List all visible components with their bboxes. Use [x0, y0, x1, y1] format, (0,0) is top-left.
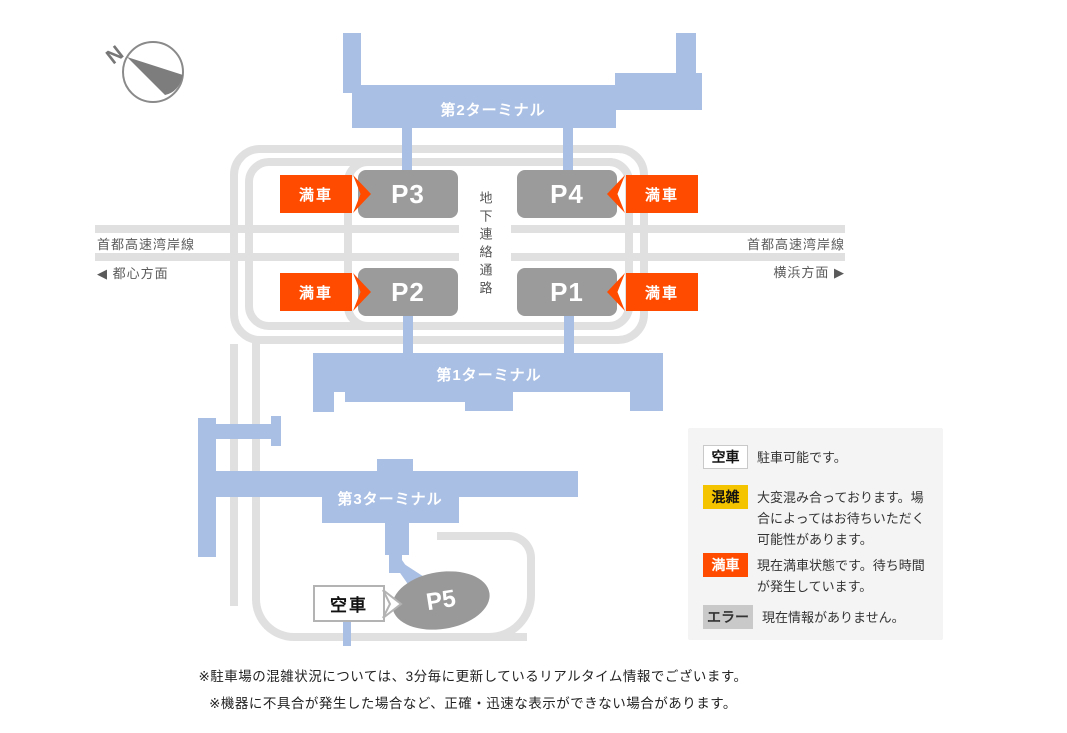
legend-item-crowded-text: 大変混み合っております。場合によってはお待ちいただく可能性があります。 — [757, 490, 925, 547]
parking-lot-p1[interactable]: P1 — [517, 268, 617, 316]
full-badge: 満車 — [703, 553, 748, 577]
terminal3-arm — [216, 424, 273, 439]
terminal1-label: 第1ターミナル — [436, 367, 542, 384]
road-loop-parking-cluster — [344, 158, 633, 330]
expressway-name-left: 首都高速湾岸線 — [97, 237, 196, 252]
parking-lot-p1-label: P1 — [550, 276, 584, 307]
legend-item-vacant-text: 駐車可能です。 — [757, 450, 847, 465]
terminal2-body — [352, 85, 616, 128]
terminal1-mid-leg — [465, 392, 513, 411]
terminal1-p2-link — [403, 316, 413, 355]
terminal1-body — [313, 353, 663, 392]
p5-road-tick — [343, 617, 351, 646]
note-accuracy: ※機器に不具合が発生した場合など、正確・迅速な表示ができない場合があります。 — [209, 696, 737, 711]
underground-passage: 地下連絡通路 — [459, 167, 511, 322]
p4-status-flag[interactable]: 満車 — [626, 175, 698, 213]
terminal2-p3-link — [402, 128, 412, 172]
expressway-direction-right: 横浜方面 ▶ — [773, 265, 845, 280]
legend-item-error-text: 現在情報がありません。 — [762, 610, 905, 625]
road-loop-outer — [230, 145, 648, 344]
parking-lot-p4-label: P4 — [550, 178, 584, 209]
terminal3-body — [216, 471, 578, 497]
p3-status-flag[interactable]: 満車 — [280, 175, 352, 213]
terminal2-right-block — [615, 73, 702, 110]
terminal2-right-arm — [676, 33, 696, 77]
p5-status-flag[interactable]: 空車 — [313, 585, 385, 622]
error-badge: エラー — [703, 605, 753, 629]
legend-item-error: エラー 現在情報がありません。 — [703, 605, 931, 629]
compass-icon: N — [105, 41, 184, 103]
legend-item-full-text: 現在満車状態です。待ち時間が発生しています。 — [757, 558, 925, 594]
parking-lot-p5-label: P5 — [424, 584, 458, 616]
crowded-badge: 混雑 — [703, 485, 748, 509]
legend-item-full: 満車 現在満車状態です。待ち時間が発生しています。 — [703, 553, 931, 597]
parking-lot-p3[interactable]: P3 — [358, 170, 458, 218]
underground-passage-label: 地下連絡通路 — [477, 190, 493, 299]
terminal1-right-leg — [630, 392, 663, 411]
road-p5-loop — [437, 532, 535, 641]
terminal3-lower-block — [322, 497, 459, 523]
parking-lot-p2-label: P2 — [391, 276, 425, 307]
vacant-badge: 空車 — [703, 445, 748, 469]
legend-item-crowded: 混雑 大変混み合っております。場合によってはお待ちいただく可能性があります。 — [703, 485, 931, 550]
terminal3-label: 第3ターミナル — [337, 491, 443, 508]
legend-item-vacant: 空車 駐車可能です。 — [703, 445, 931, 469]
parking-lot-p2[interactable]: P2 — [358, 268, 458, 316]
terminal3-pier — [198, 418, 216, 557]
expressway-name-right: 首都高速湾岸線 — [746, 237, 845, 252]
p5-flag-chevron-icon — [382, 589, 403, 619]
terminal3-arm-cap — [271, 416, 281, 446]
p1-status-flag[interactable]: 満車 — [626, 273, 698, 311]
terminal3-notch — [377, 459, 413, 472]
p2-status-flag[interactable]: 満車 — [280, 273, 352, 311]
terminal2-left-arm — [343, 33, 361, 93]
terminal2-p4-link — [563, 128, 573, 172]
expressway-direction-left: ◀ 都心方面 — [97, 266, 169, 281]
terminal2-label: 第2ターミナル — [440, 102, 546, 119]
terminal1-p1-link — [564, 316, 574, 355]
parking-lot-p4[interactable]: P4 — [517, 170, 617, 218]
parking-lot-p3-label: P3 — [391, 178, 425, 209]
terminal3-stem — [385, 523, 409, 555]
legend: 空車 駐車可能です。 混雑 大変混み合っております。場合によってはお待ちいただく… — [688, 428, 943, 640]
terminal1-lip — [345, 392, 465, 402]
note-realtime: ※駐車場の混雑状況については、3分毎に更新しているリアルタイム情報でございます。 — [198, 669, 748, 684]
terminal1-left-leg — [313, 392, 334, 412]
